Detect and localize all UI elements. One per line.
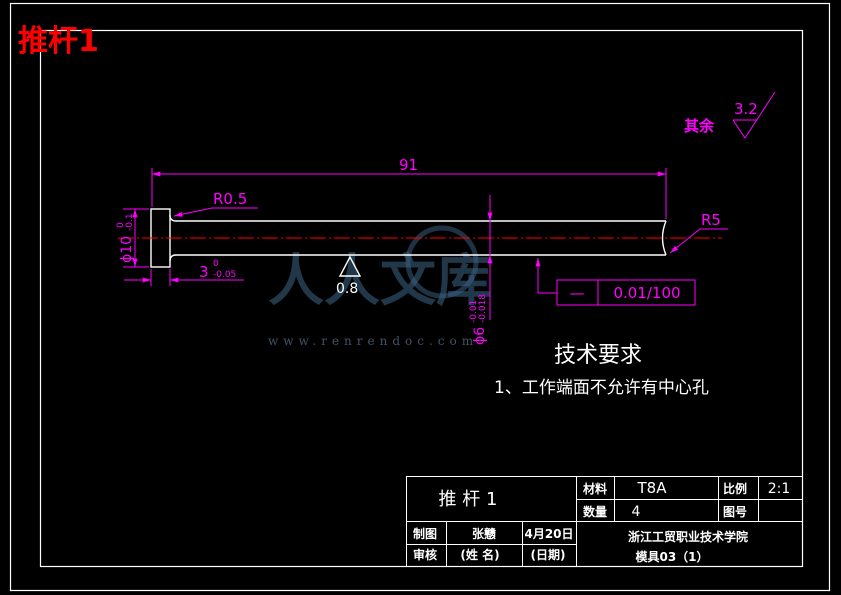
- surface-finish-label: 其余: [684, 117, 715, 135]
- checked-label: 审核: [413, 547, 437, 562]
- dimension-text: 91: [399, 156, 418, 174]
- dimension-end-radius: R5: [669, 211, 728, 254]
- dimension-shaft-diameter: ϕ6 -0.01 -0.018: [469, 195, 493, 345]
- dimension-nominal: ϕ10: [119, 236, 135, 263]
- tolerance-upper: 0: [116, 222, 126, 228]
- drawing-number-label: 图号: [723, 504, 747, 519]
- tolerance-lower: -0.018: [478, 294, 488, 323]
- checked-date: (日期): [531, 547, 566, 562]
- dimension-nominal: 3: [199, 263, 209, 281]
- watermark-logo-circle: [405, 225, 479, 299]
- surface-roughness-shaft: 0.8: [336, 255, 362, 297]
- tolerance-box: [556, 279, 696, 306]
- scale-value: 2:1: [768, 481, 791, 497]
- part-name: 推 杆 1: [439, 489, 498, 510]
- requirements-heading: 技术要求: [554, 343, 642, 368]
- checked-by: (姓 名): [460, 547, 499, 562]
- class-name: 模具03（1）: [635, 549, 708, 564]
- surface-finish-symbol: [732, 91, 776, 139]
- watermark: 人人文库 www.renrendoc.com: [268, 225, 492, 348]
- title-block-grid: [406, 476, 802, 566]
- surface-finish-general: 其余 3.2: [684, 91, 776, 139]
- quantity-value: 4: [632, 504, 641, 520]
- surface-finish-value: 3.2: [734, 100, 758, 118]
- drawn-by: 张戆: [472, 526, 497, 541]
- dimension-text: R5: [701, 211, 721, 229]
- dimension-text: R0.5: [213, 190, 247, 208]
- tolerance-lower: -0.05: [213, 270, 236, 280]
- requirements-item: 1、工作端面不允许有中心孔: [494, 378, 709, 398]
- dimension-overall-length: 91: [151, 156, 667, 219]
- roughness-symbol: [338, 255, 362, 277]
- straightness-symbol: —: [570, 284, 585, 302]
- school-name: 浙江工贸职业技术学院: [628, 529, 748, 544]
- dimension-head-diameter: ϕ10 0 -0.1: [116, 208, 149, 268]
- outer-border: [9, 2, 831, 592]
- pin-end-face: [661, 220, 667, 256]
- dimension-head-thickness: 3 0 -0.05: [124, 259, 244, 286]
- dimension-nominal: ϕ6: [472, 327, 488, 345]
- drawn-date: 4月20日: [524, 527, 573, 541]
- pin-shaft-bottom-edge: [169, 254, 666, 262]
- watermark-url: www.renrendoc.com: [268, 334, 478, 348]
- tolerance-leader: [535, 258, 557, 294]
- leader-line: [669, 228, 728, 254]
- scale-label: 比例: [723, 481, 747, 496]
- tolerance-frame: — 0.01/100: [535, 258, 696, 306]
- pin-shaft-top-edge: [169, 214, 666, 222]
- leader-line: [173, 207, 258, 217]
- quantity-label: 数量: [583, 504, 607, 519]
- material-value: T8A: [637, 479, 668, 497]
- tolerance-upper: -0.01: [469, 300, 479, 323]
- tolerance-lower: -0.1: [125, 213, 135, 231]
- drawn-label: 制图: [413, 526, 437, 541]
- tolerance-value: 0.01/100: [613, 284, 680, 302]
- dimension-head-fillet: R0.5: [173, 190, 258, 217]
- title-block: 推 杆 1 材料 T8A 比例 2:1 数量 4 图号 制图 张戆 4月20日 …: [406, 476, 803, 567]
- roughness-value: 0.8: [336, 281, 358, 297]
- sheet-title: 推杆1: [18, 24, 99, 59]
- tolerance-upper: 0: [213, 259, 219, 269]
- material-label: 材料: [582, 481, 607, 496]
- watermark-brand: 人人文库: [268, 248, 492, 314]
